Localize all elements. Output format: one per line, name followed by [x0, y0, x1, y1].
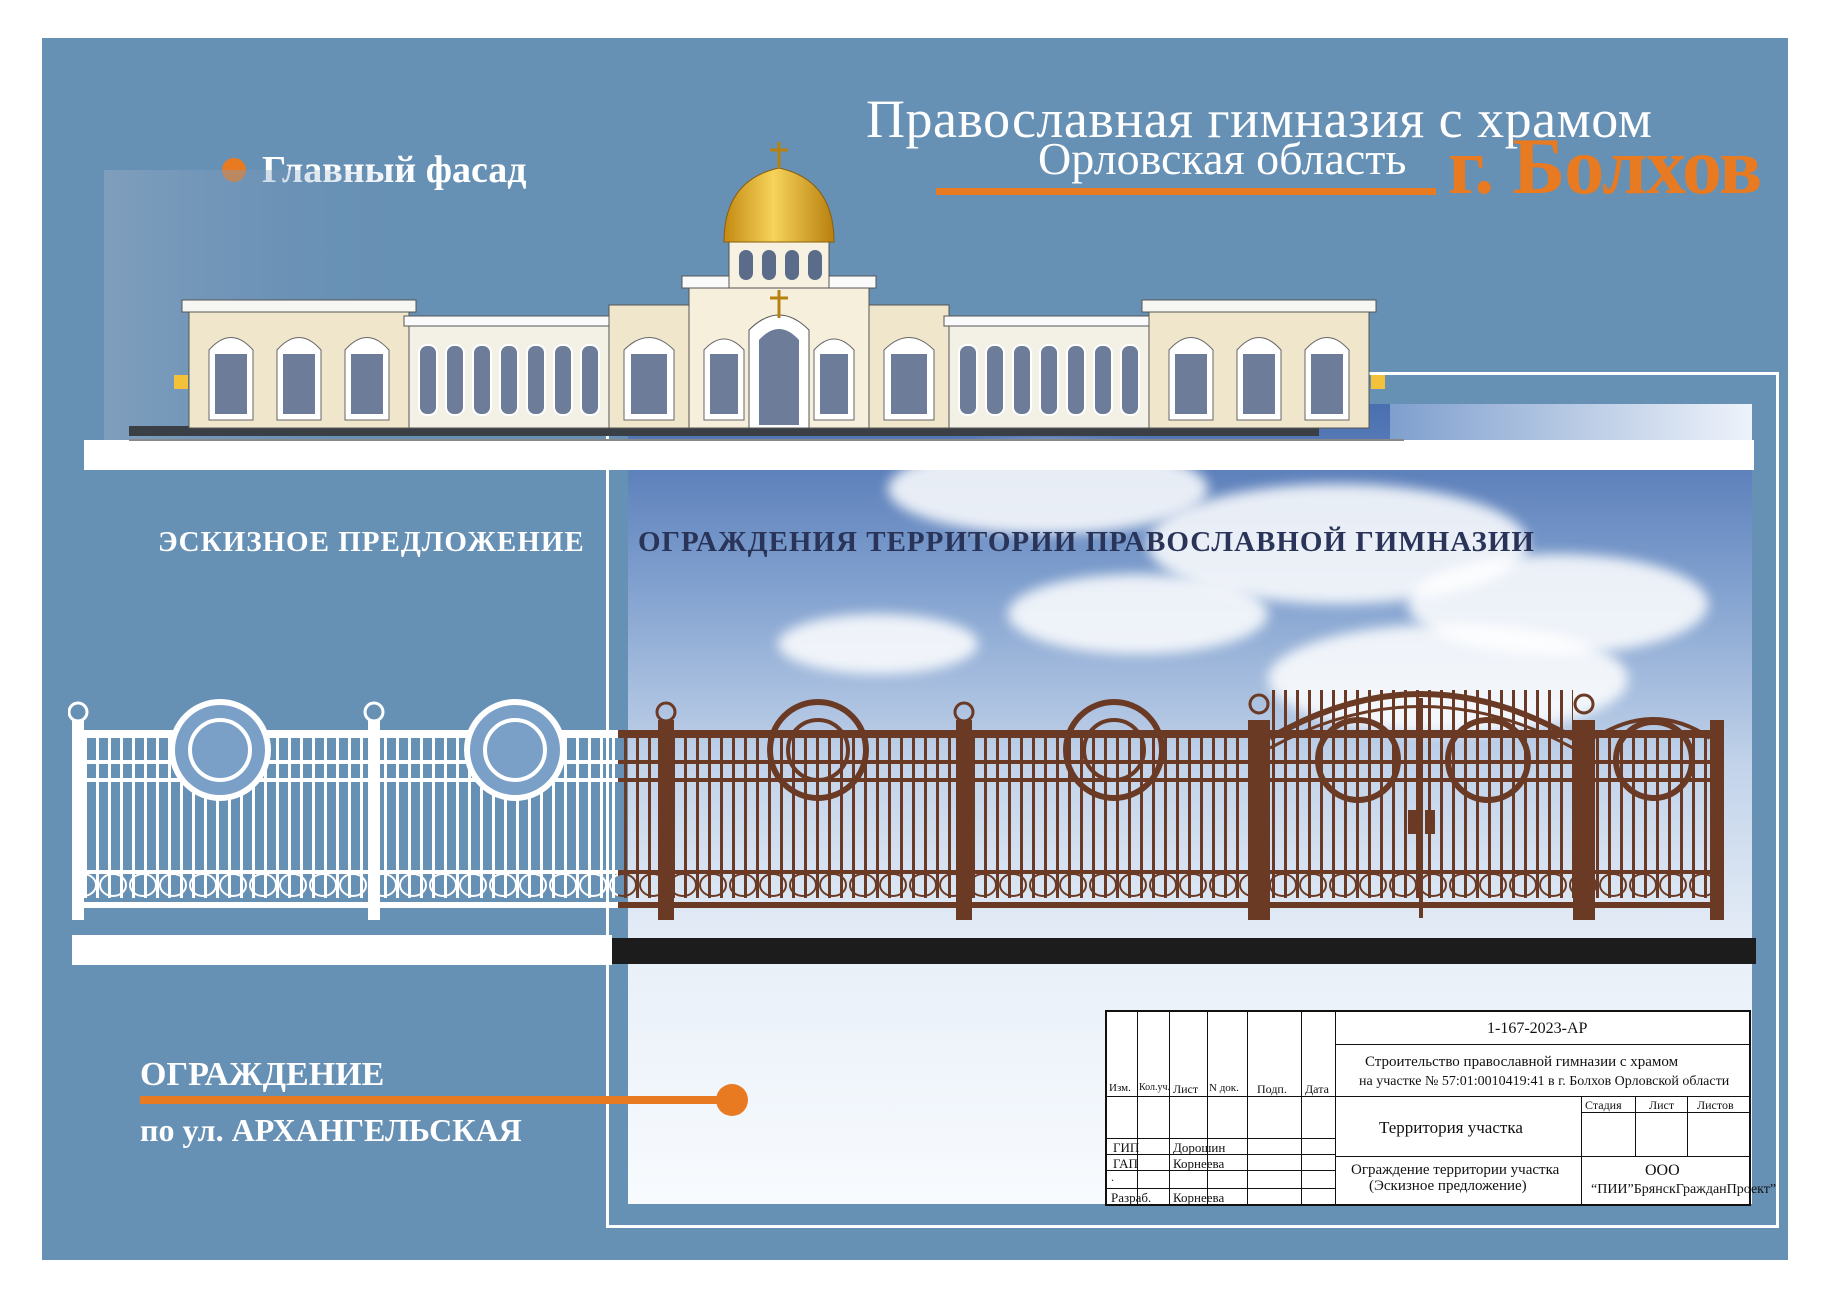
project-name-line2: на участке № 57:01:0010419:41 в г. Болхо…: [1359, 1074, 1730, 1089]
sketch-label: ЭСКИЗНОЕ ПРЕДЛОЖЕНИЕ: [158, 526, 585, 558]
drawing-name-line1: Ограждение территории участка: [1351, 1162, 1560, 1178]
role-gap: ГАП: [1113, 1156, 1138, 1171]
title-underline: [936, 188, 1436, 195]
fence-base-dark: [612, 938, 1756, 964]
project-city: г. Болхов: [1448, 123, 1762, 211]
fence-pointer-dot-icon: [716, 1084, 748, 1116]
org-name-line1: ООО: [1645, 1162, 1680, 1179]
col-data: Дата: [1305, 1082, 1329, 1096]
project-name-line1: Строительство православной гимназии с хр…: [1365, 1054, 1679, 1070]
fence-base-white: [72, 935, 612, 965]
role-razrab: Разраб.: [1111, 1190, 1152, 1205]
fence-elevation-drawing: [68, 690, 1724, 920]
stage-header: Стадия: [1585, 1098, 1622, 1112]
col-list: Лист: [1173, 1082, 1199, 1096]
fence-label-street: по ул. АРХАНГЕЛЬСКАЯ: [140, 1112, 522, 1148]
org-name-line2: “ПИИ”БрянскГражданПроект”: [1591, 1182, 1777, 1197]
sheet-name: Территория участка: [1379, 1118, 1523, 1137]
drawing-name-line2: (Эскизное предложение): [1369, 1178, 1527, 1194]
facade-sky-strip: [1390, 404, 1752, 444]
fence-label-title: ОГРАЖДЕНИЕ: [140, 1056, 385, 1093]
drawing-code: 1-167-2023-АР: [1487, 1020, 1588, 1037]
facade-base: [84, 440, 1754, 470]
fence-label-pointer: [140, 1096, 730, 1104]
project-title: Православная гимназия с храмом: [866, 89, 1653, 149]
title-block: Изм. Кол.уч. Лист N док. Подп. Дата ГИП …: [1105, 1010, 1776, 1206]
sheets-header: Листов: [1697, 1098, 1734, 1112]
role-gip: ГИП: [1113, 1140, 1140, 1155]
fence-title: ОГРАЖДЕНИЯ ТЕРРИТОРИИ ПРАВОСЛАВНОЙ ГИМНА…: [638, 526, 1535, 558]
main-facade-drawing: [104, 142, 1404, 441]
name-razrab: Корнеева: [1173, 1190, 1225, 1205]
name-gap: Корнеева: [1173, 1156, 1225, 1171]
fence-brown-section: [618, 690, 1724, 920]
project-region: Орловская область: [1038, 133, 1407, 184]
col-podp: Подп.: [1257, 1082, 1287, 1096]
name-gip: Дорошин: [1173, 1140, 1226, 1155]
role-empty: .: [1111, 1170, 1114, 1184]
col-kol-uch: Кол.уч.: [1139, 1082, 1171, 1093]
col-n-dok: N док.: [1209, 1082, 1239, 1094]
sheet-header: Лист: [1649, 1098, 1675, 1112]
fence-white-section: [68, 699, 618, 920]
col-izm: Изм.: [1109, 1082, 1131, 1094]
